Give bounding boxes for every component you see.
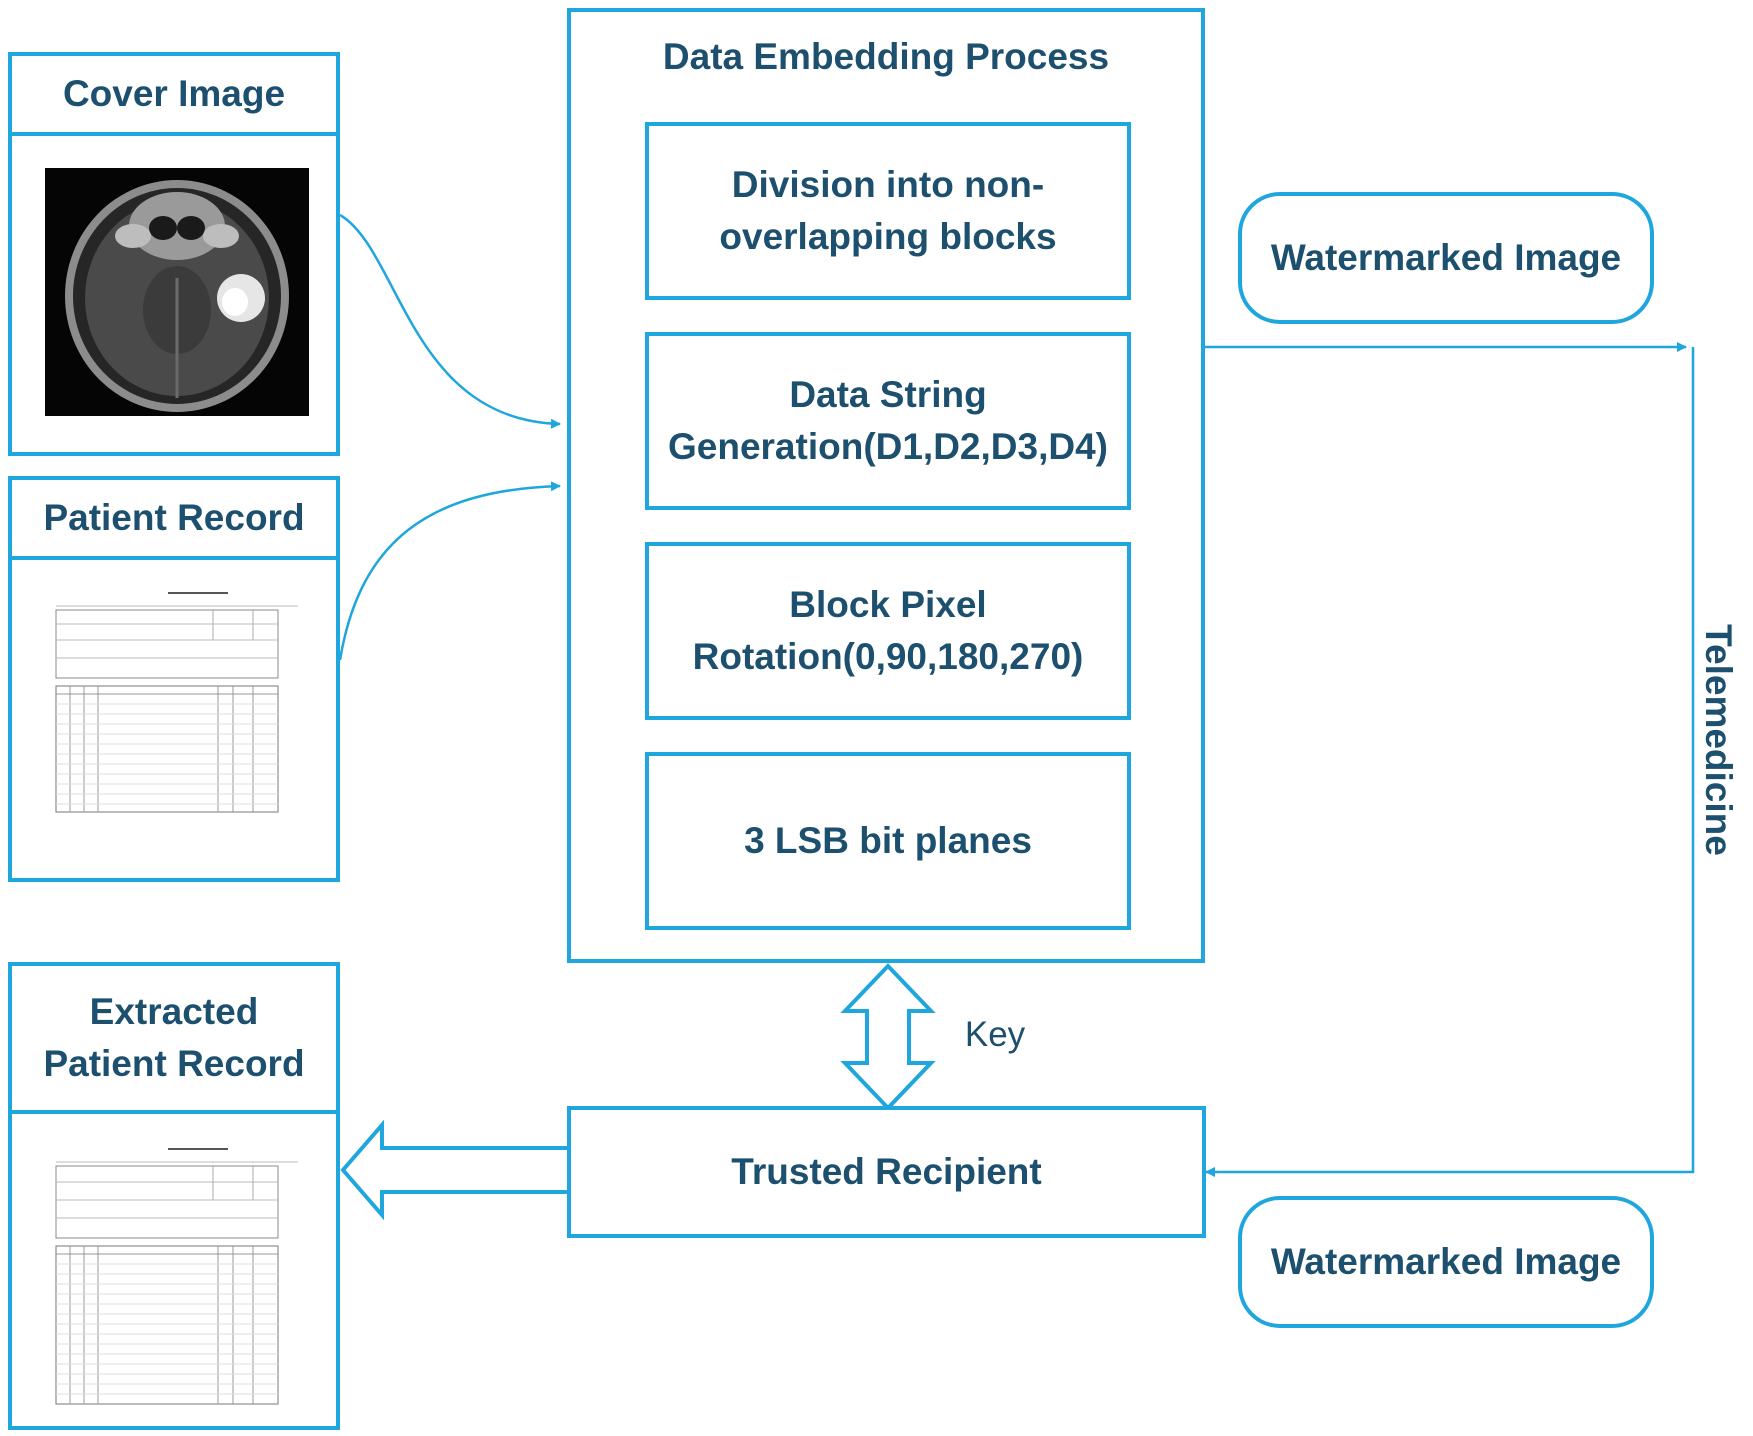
cover-to-process-arrow	[339, 213, 561, 429]
step-block-pixel-rotation: Block Pixel Rotation(0,90,180,270)	[645, 542, 1131, 720]
process-title: Data Embedding Process	[662, 36, 1110, 77]
extracted-record-box: Extracted Patient Record	[8, 962, 340, 1430]
recipient-to-extracted-arrow	[340, 1119, 567, 1221]
telemedicine-label: Telemedicine	[1698, 624, 1739, 856]
mri-scan-icon	[45, 168, 309, 416]
watermarked-image-bottom: Watermarked Image	[1238, 1196, 1654, 1328]
step-data-string-generation: Data String Generation(D1,D2,D3,D4)	[645, 332, 1131, 510]
key-double-arrow	[840, 963, 936, 1111]
cover-image-title: Cover Image	[62, 73, 286, 114]
extracted-form-icon	[48, 1146, 300, 1408]
extracted-record-title: Extracted Patient Record	[43, 991, 305, 1084]
step-division-blocks: Division into non-overlapping blocks	[645, 122, 1131, 300]
patient-record-box: Patient Record	[8, 476, 340, 882]
watermarked-image-top: Watermarked Image	[1238, 192, 1654, 324]
channel-to-recipient-arrow	[1205, 347, 1695, 1177]
record-form-icon	[48, 590, 300, 816]
trusted-recipient-box: Trusted Recipient	[567, 1106, 1206, 1238]
key-label: Key	[964, 1015, 1026, 1054]
cover-image-box: Cover Image	[8, 52, 340, 456]
record-to-process-arrow	[338, 481, 561, 661]
patient-record-title: Patient Record	[43, 497, 305, 538]
step-lsb-bit-planes: 3 LSB bit planes	[645, 752, 1131, 930]
